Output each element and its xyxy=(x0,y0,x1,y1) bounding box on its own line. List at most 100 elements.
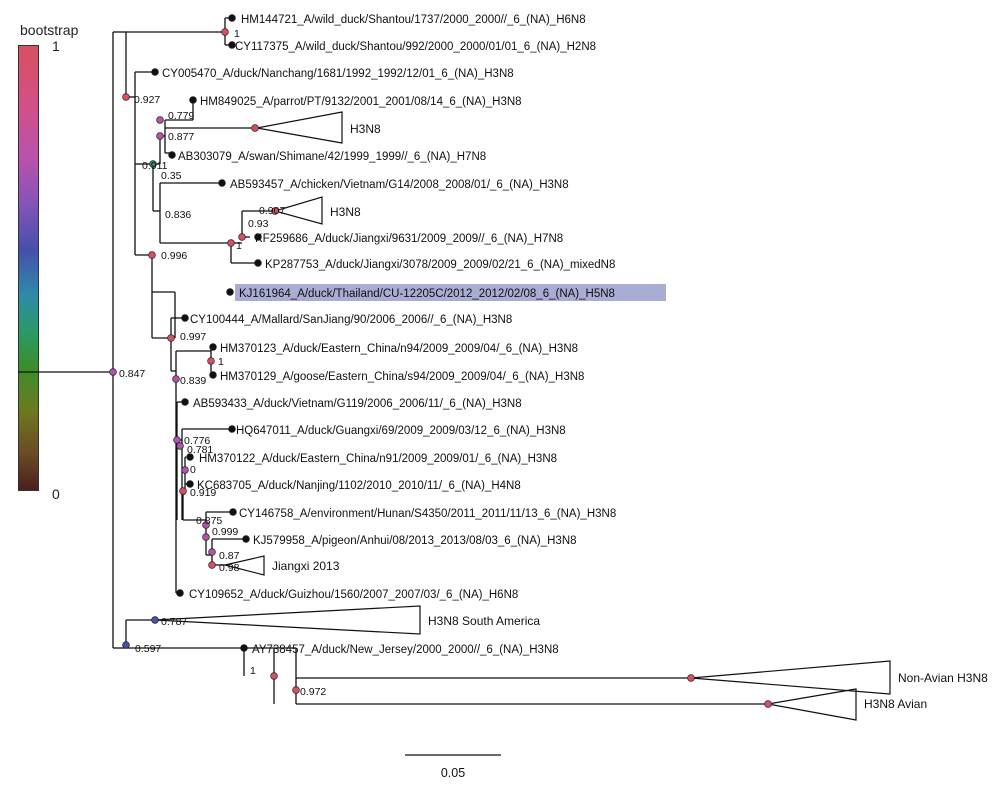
support-value: 0.927 xyxy=(134,94,160,106)
internal-node-marker xyxy=(122,93,130,101)
internal-node-marker xyxy=(156,132,164,140)
leaf-tip-marker xyxy=(168,151,176,159)
support-value: 0.779 xyxy=(168,110,194,122)
internal-node-marker xyxy=(109,368,117,376)
leaf-tip-marker xyxy=(181,398,189,406)
internal-node-marker xyxy=(151,616,159,624)
taxon-label: HM370122_A/duck/Eastern_China/n91/2009_2… xyxy=(199,453,557,465)
collapsed-clade-triangle xyxy=(154,605,421,635)
collapsed-clade-triangle xyxy=(272,196,323,225)
clade-label: H3N8 Avian xyxy=(864,697,927,711)
collapsed-clade-triangle xyxy=(224,555,265,576)
taxon-label: CY109652_A/duck/Guizhou/1560/2007_2007/0… xyxy=(189,589,518,601)
clade-label: H3N8 xyxy=(330,205,361,219)
clade-label: Jiangxi 2013 xyxy=(272,559,340,573)
taxon-label: HM370123_A/duck/Eastern_China/n94/2009_2… xyxy=(220,343,578,355)
taxon-label: AB303079_A/swan/Shimane/42/1999_1999//_6… xyxy=(178,151,486,163)
leaf-tip-marker xyxy=(186,480,194,488)
leaf-tip-marker xyxy=(242,535,250,543)
support-value: 0.919 xyxy=(190,487,216,499)
internal-node-marker xyxy=(148,251,156,259)
scale-bar-label: 0.05 xyxy=(441,766,465,780)
support-value: 0.35 xyxy=(161,170,182,182)
tree-labels: HM144721_A/wild_duck/Shantou/1737/2000_2… xyxy=(119,14,988,780)
support-value: 0.911 xyxy=(142,160,168,172)
taxon-label: CY005470_A/duck/Nanchang/1681/1992_1992/… xyxy=(162,68,514,80)
legend-max-label: 1 xyxy=(52,38,60,54)
support-value: 0.597 xyxy=(135,643,161,655)
leaf-tip-marker xyxy=(254,233,262,241)
leaf-tip-marker xyxy=(218,179,226,187)
support-value: 0.93 xyxy=(248,218,269,230)
internal-node-marker xyxy=(238,233,246,241)
support-value: 0.787 xyxy=(161,616,187,628)
leaf-tip-marker xyxy=(228,425,236,433)
taxon-label: HM370129_A/goose/Eastern_China/s94/2009_… xyxy=(220,371,584,383)
taxon-label: AB593433_A/duck/Vietnam/G119/2006_2006/1… xyxy=(193,398,522,410)
internal-node-marker xyxy=(172,375,180,383)
taxon-label: KF259686_A/duck/Jiangxi/9631/2009_2009//… xyxy=(255,233,563,245)
support-value: 0.875 xyxy=(196,515,222,527)
leaf-tip-marker xyxy=(209,371,217,379)
highlight-band xyxy=(235,284,666,301)
support-value: 0.907 xyxy=(259,205,285,217)
support-value: 1 xyxy=(234,28,240,40)
internal-node-marker xyxy=(181,466,189,474)
collapsed-clade-triangle xyxy=(690,660,891,695)
support-value: 1 xyxy=(250,665,256,677)
support-value: 0.877 xyxy=(168,131,194,143)
clade-label: H3N8 xyxy=(350,122,381,136)
taxon-label: CY117375_A/wild_duck/Shantou/992/2000_20… xyxy=(235,41,596,53)
taxon-label: AY738457_A/duck/New_Jersey/2000_2000//_6… xyxy=(252,644,559,656)
taxon-label: CY146758_A/environment/Hunan/S4350/2011_… xyxy=(239,508,616,520)
collapsed-clades xyxy=(154,111,891,721)
internal-node-marker xyxy=(122,641,130,649)
internal-node-marker xyxy=(202,521,210,529)
leaf-tip-marker xyxy=(228,14,236,22)
taxon-label: AB593457_A/chicken/Vietnam/G14/2008_2008… xyxy=(230,179,569,191)
support-value: 1 xyxy=(236,240,242,252)
support-value: 0.87 xyxy=(219,550,240,562)
leaf-tip-marker xyxy=(186,453,194,461)
tree-nodes xyxy=(109,14,772,708)
clade-label: H3N8 South America xyxy=(428,614,540,628)
internal-node-marker xyxy=(207,357,215,365)
leaf-tip-marker xyxy=(176,589,184,597)
internal-node-marker xyxy=(208,548,216,556)
taxon-label: KJ579958_A/pigeon/Anhui/08/2013_2013/08/… xyxy=(253,535,577,547)
leaf-tip-marker xyxy=(151,68,159,76)
leaf-tip-marker xyxy=(240,644,248,652)
taxon-label: KJ161964_A/duck/Thailand/CU-12205C/2012_… xyxy=(239,288,615,300)
support-value: 0.776 xyxy=(184,435,210,447)
internal-node-marker xyxy=(227,239,235,247)
legend-color-bar xyxy=(18,45,39,491)
internal-node-marker xyxy=(173,436,181,444)
support-value: 0.781 xyxy=(187,444,213,456)
internal-node-marker xyxy=(292,686,300,694)
legend-min-label: 0 xyxy=(52,486,60,502)
collapsed-clade-triangle xyxy=(767,688,857,721)
internal-node-marker xyxy=(687,674,695,682)
support-value: 0.98 xyxy=(219,562,240,574)
taxon-label: KC683705_A/duck/Nanjing/1102/2010_2010/1… xyxy=(197,480,521,492)
leaf-tip-marker xyxy=(189,96,197,104)
internal-node-marker xyxy=(270,672,278,680)
legend-title: bootstrap xyxy=(20,22,79,38)
internal-node-marker xyxy=(156,116,164,124)
support-value: 0.972 xyxy=(300,686,326,698)
collapsed-clade-triangle xyxy=(256,111,343,144)
internal-node-marker xyxy=(208,561,216,569)
leaf-tip-marker xyxy=(181,314,189,322)
internal-node-marker xyxy=(149,160,157,168)
taxon-label: CY100444_A/Mallard/SanJiang/90/2006_2006… xyxy=(190,314,512,326)
support-value: 0.836 xyxy=(165,209,191,221)
internal-node-marker xyxy=(221,28,229,36)
support-value: 0.999 xyxy=(212,526,238,538)
support-value: 0.996 xyxy=(161,250,187,262)
clade-label: Non-Avian H3N8 xyxy=(898,671,988,685)
leaf-tip-marker xyxy=(226,288,234,296)
internal-node-marker xyxy=(764,700,772,708)
support-value: 0 xyxy=(190,464,196,476)
leaf-tip-marker xyxy=(228,41,236,49)
